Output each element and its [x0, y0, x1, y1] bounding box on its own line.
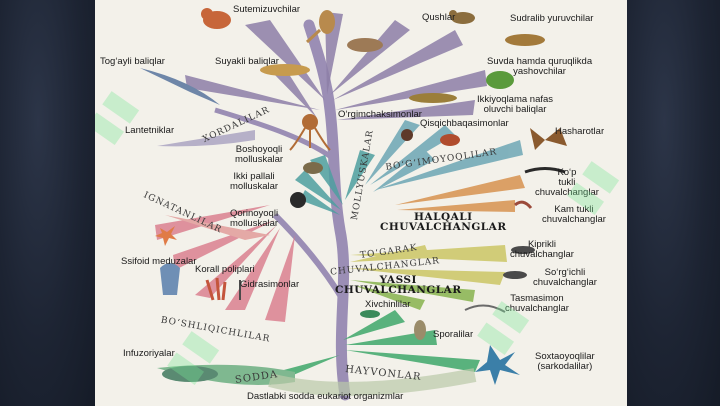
label-flukes: So‘rg‘ichli chuvalchanglar — [533, 268, 597, 288]
leech-icon — [515, 202, 531, 208]
label-crustaceans: Qisqichbaqasimonlar — [420, 119, 509, 129]
jellyfish-icon — [160, 263, 180, 295]
clam-icon — [303, 162, 323, 174]
evolution-tree-diagram: XORDALILAR BO‘G‘IMOYOQLILAR MOLLYUSKALAR… — [95, 0, 627, 406]
label-amphibians: Suvda hamda quruqlikda yashovchilar — [487, 57, 592, 77]
lizard-icon — [505, 34, 545, 46]
crab-icon — [440, 134, 460, 146]
label-flatworms: YASSI CHUVALCHANGLAR — [335, 275, 462, 295]
euglena-icon — [360, 310, 380, 318]
sporozoa-icon — [414, 320, 426, 340]
label-cephalopods: Boshoyoqli molluskalar — [235, 145, 283, 165]
label-insects: Hasharotlar — [555, 127, 604, 137]
label-coral-polyps: Korall poliplari — [195, 265, 255, 275]
label-bivalves: Ikki pallali molluskalar — [230, 172, 278, 192]
label-mammals: Sutemizuvchilar — [233, 5, 300, 15]
label-arachnids: O‘rgimchaksimonlar — [338, 110, 422, 120]
spider-icon — [401, 129, 413, 141]
label-bony-fish: Suyakli baliqlar — [215, 57, 279, 67]
octopus-icon — [290, 114, 330, 150]
snail-icon — [290, 192, 306, 208]
label-turbellarians: Kiprikli chuvalchanglar — [510, 240, 574, 260]
label-sarcodines: Soxtaoyoqlilar (sarkodalilar) — [535, 352, 595, 372]
label-annelids: HALQALI CHUVALCHANGLAR — [380, 212, 507, 232]
slide-right-margin — [627, 0, 720, 406]
label-gastropods: Qorinoyoqli molluskalar — [230, 209, 278, 229]
label-eukaryote-ancestors: Dastlabki sodda eukariot organizmlar — [247, 392, 403, 402]
fluke-icon — [503, 271, 527, 279]
label-cartilaginous-fish: Tog‘ayli baliqlar — [100, 57, 165, 67]
label-reptiles: Sudralib yuruvchilar — [510, 14, 593, 24]
label-scyphozoa: Ssifoid meduzalar — [121, 257, 197, 267]
mammal-icon — [347, 38, 383, 52]
label-birds: Qushlar — [422, 13, 455, 23]
slide-left-margin — [0, 0, 95, 406]
lungfish-icon — [409, 93, 457, 103]
squirrel-icon — [201, 8, 231, 29]
label-hydrozoa: Gidrasimonlar — [240, 280, 299, 290]
label-lungfish: Ikkiyoqlama nafas oluvchi baliqlar — [477, 95, 553, 115]
label-flagellates: Xivchinlilar — [365, 300, 410, 310]
